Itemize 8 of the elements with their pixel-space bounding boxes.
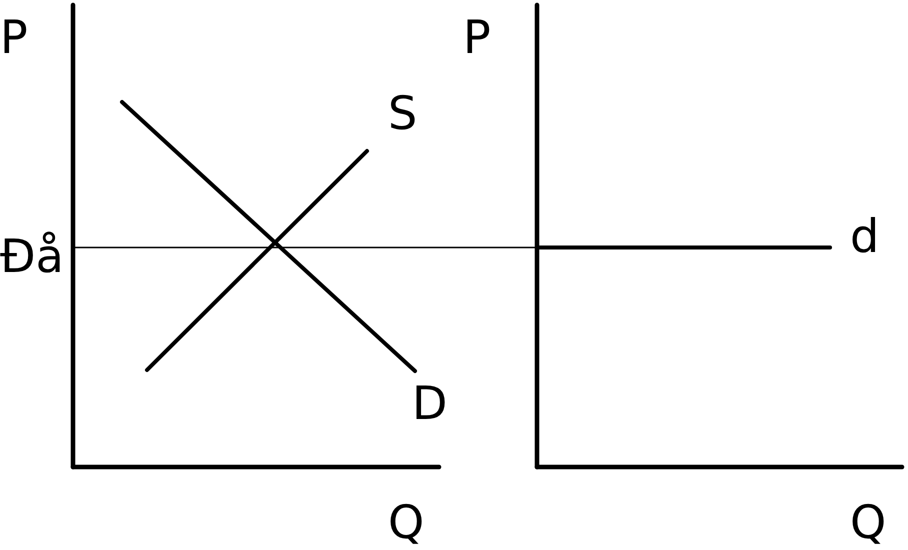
- axis-label: Q: [388, 499, 424, 545]
- axis-label: Q: [850, 499, 886, 545]
- curve-label: d: [850, 213, 880, 259]
- curve-label: D: [412, 380, 448, 426]
- curve-label: S: [388, 90, 418, 136]
- axis-label: P: [463, 14, 491, 60]
- axis-label: P: [0, 14, 28, 60]
- price-label: Đå: [0, 233, 64, 279]
